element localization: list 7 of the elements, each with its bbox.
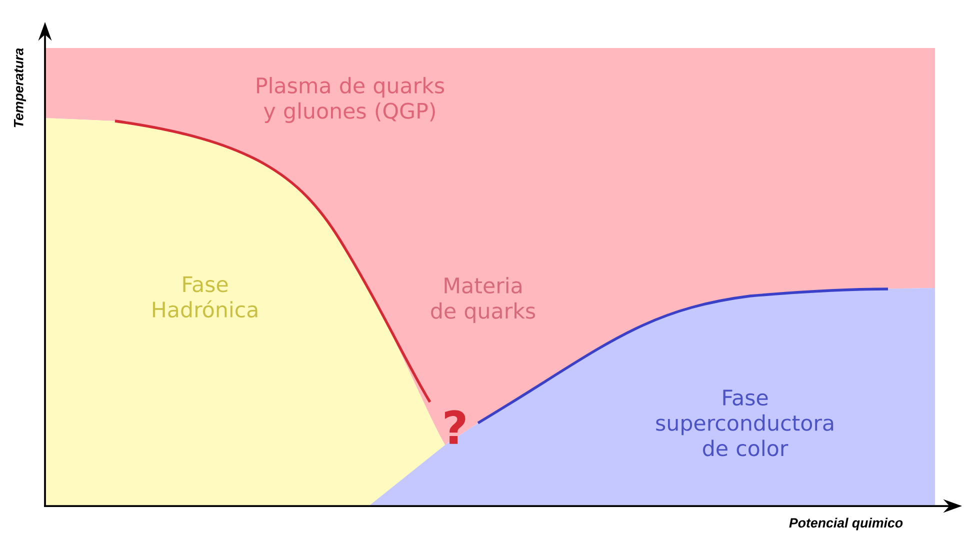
region-label: Fase Hadrónica [152,276,258,318]
axis-label: Temperatura [14,48,26,128]
question-mark: ? [444,410,466,444]
region-label: Fase superconductora de color [656,390,834,456]
region-label: Plasma de quarks y gluones (QGP) [257,77,444,123]
region-label: Materia de quarks [431,277,536,323]
axis-label: Potencial quimico [789,518,903,530]
